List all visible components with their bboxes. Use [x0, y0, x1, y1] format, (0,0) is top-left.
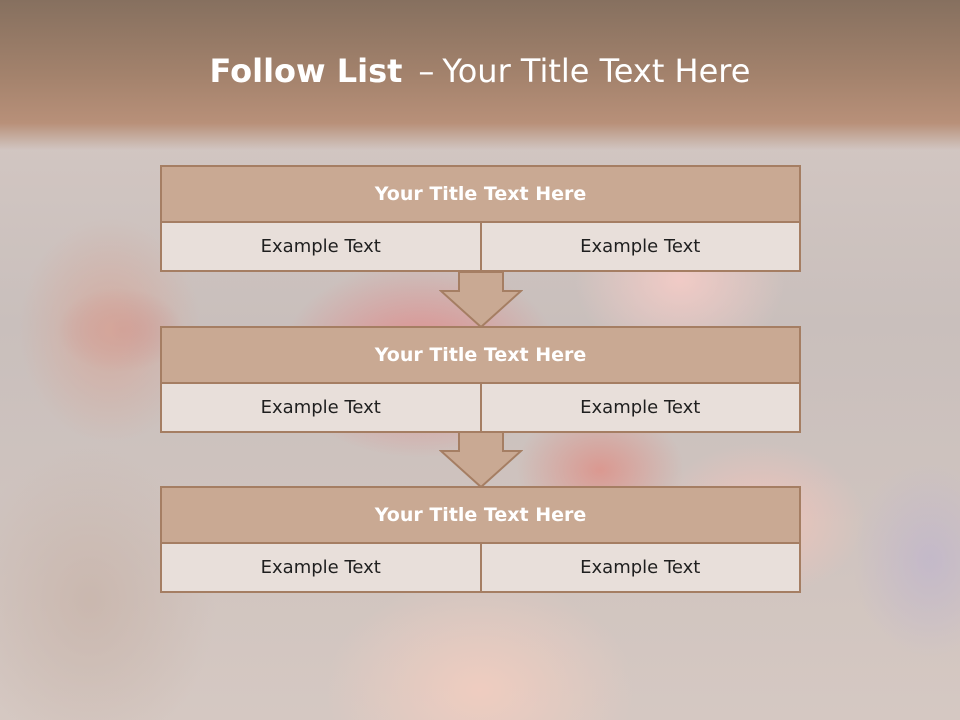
slide-title-separator: –	[418, 52, 435, 90]
step-title: Your Title Text Here	[162, 328, 799, 384]
title-band	[0, 0, 960, 150]
slide-title-bold: Follow List	[209, 52, 403, 90]
slide-title: Follow List–Your Title Text Here	[0, 52, 960, 90]
step-title: Your Title Text Here	[162, 488, 799, 544]
step-cell-right: Example Text	[479, 544, 799, 591]
step-box-3: Your Title Text Here Example Text Exampl…	[160, 486, 801, 593]
step-title: Your Title Text Here	[162, 167, 799, 223]
step-cell-left: Example Text	[162, 384, 480, 431]
step-cell-right: Example Text	[479, 384, 799, 431]
step-row: Example Text Example Text	[162, 223, 799, 270]
step-row: Example Text Example Text	[162, 544, 799, 591]
step-cell-left: Example Text	[162, 223, 480, 270]
slide-title-rest: Your Title Text Here	[442, 52, 751, 90]
step-cell-left: Example Text	[162, 544, 480, 591]
step-row: Example Text Example Text	[162, 384, 799, 431]
step-box-1: Your Title Text Here Example Text Exampl…	[160, 165, 801, 272]
step-box-2: Your Title Text Here Example Text Exampl…	[160, 326, 801, 433]
down-arrow-icon	[439, 271, 523, 329]
down-arrow-icon	[439, 431, 523, 489]
step-cell-right: Example Text	[479, 223, 799, 270]
